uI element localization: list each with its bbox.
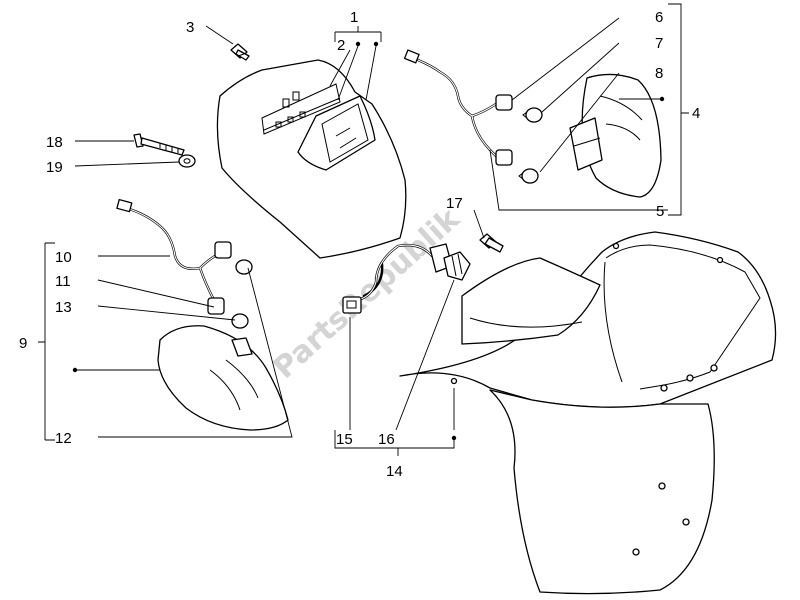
- screw-part-3[interactable]: [230, 43, 250, 61]
- washer-part-19[interactable]: [178, 154, 196, 168]
- callout-10[interactable]: 10: [55, 249, 72, 266]
- callout-14[interactable]: 14: [386, 463, 403, 480]
- callout-17[interactable]: 17: [446, 195, 463, 212]
- callout-3[interactable]: 3: [186, 19, 194, 36]
- callout-labels: 1 2 3 4 5 6 7 8 9 10 11 12 13 14 15 16 1…: [19, 9, 700, 480]
- callout-13[interactable]: 13: [55, 299, 72, 316]
- speedometer-panel[interactable]: [297, 95, 376, 171]
- bulb-part-8[interactable]: [518, 168, 539, 184]
- callout-6[interactable]: 6: [655, 9, 663, 26]
- turn-signal-right[interactable]: [569, 73, 662, 198]
- callout-7[interactable]: 7: [655, 35, 663, 52]
- callout-4[interactable]: 4: [692, 105, 700, 122]
- callout-2[interactable]: 2: [337, 37, 345, 54]
- leader-lines: [38, 3, 689, 456]
- callout-19[interactable]: 19: [46, 159, 63, 176]
- wiring-harness-right[interactable]: [403, 49, 513, 166]
- bulb-part-11[interactable]: [235, 259, 253, 275]
- plate-light-socket[interactable]: [429, 243, 471, 281]
- callout-9[interactable]: 9: [19, 335, 27, 352]
- turn-signal-left[interactable]: [157, 325, 289, 431]
- bulb-part-7[interactable]: [522, 107, 543, 123]
- callout-12[interactable]: 12: [55, 430, 72, 447]
- license-plate[interactable]: [461, 257, 601, 345]
- callout-18[interactable]: 18: [46, 134, 63, 151]
- callout-16[interactable]: 16: [378, 431, 395, 448]
- callout-5[interactable]: 5: [656, 203, 664, 220]
- bolt-part-18[interactable]: [133, 133, 185, 156]
- callout-1[interactable]: 1: [350, 9, 358, 26]
- leader-dots: [72, 41, 665, 441]
- callout-8[interactable]: 8: [655, 65, 663, 82]
- callout-15[interactable]: 15: [336, 431, 353, 448]
- plate-light-harness[interactable]: [342, 243, 434, 314]
- callout-11[interactable]: 11: [55, 273, 71, 290]
- bulb-part-13[interactable]: [231, 313, 249, 329]
- wiring-harness-left[interactable]: [116, 198, 232, 315]
